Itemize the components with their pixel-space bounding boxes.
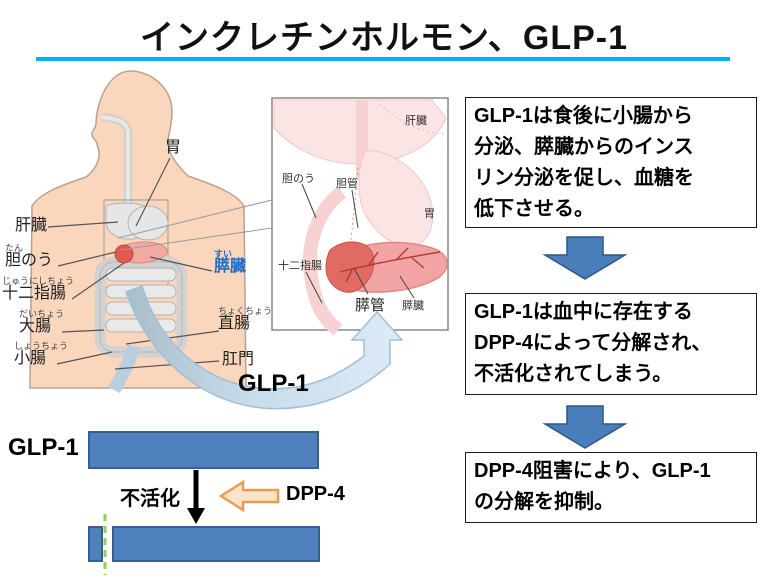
inactivation-arrow: [187, 470, 205, 524]
infobox-inhibition: DPP-4阻害により、GLP-1 の分解を抑制。: [465, 452, 757, 523]
inactivation-label: 不活化: [120, 488, 180, 510]
flow-arrows: [542, 236, 628, 449]
page-title: インクレチンホルモン、GLP-1: [139, 19, 629, 57]
body-label-lines: [47, 157, 220, 370]
title-underline: [36, 57, 730, 61]
pancreas-inset: [271, 97, 449, 336]
body-label-gallbladder: たん 胆のう: [5, 243, 54, 270]
inset-label-bile-duct: 胆管: [336, 178, 358, 190]
glp1-curved-arrow: [125, 285, 404, 410]
glp1-arrow-label: GLP-1: [238, 370, 309, 397]
inset-label-pancreatic-duct: 膵管: [355, 297, 386, 314]
infobox-secretion: GLP-1は食後に小腸から 分泌、膵臓からのインス リン分泌を促し、血糖を 低下…: [465, 97, 757, 228]
flow-arrow-down-1: [542, 236, 628, 280]
body-label-pancreas: すい 膵臓: [214, 249, 247, 276]
flow-arrow-down-2: [542, 405, 628, 449]
zoom-callout-lines: [117, 199, 273, 251]
glp1-intact-bar: [88, 431, 319, 469]
body-label-large-intestine: だいちょう 大腸: [19, 309, 65, 336]
glp1-cleaved-main-bar: [112, 526, 320, 562]
body-label-stomach: 胃: [165, 139, 182, 156]
body-label-anus: 肛門: [222, 351, 255, 368]
glp1-bar-label: GLP-1: [8, 434, 79, 461]
body-label-rectum: ちょくちょう 直腸: [218, 306, 273, 333]
inset-label-duodenum: 十二指腸: [278, 260, 322, 272]
dpp4-arrow-left: [218, 479, 280, 513]
glp1-cleaved-fragment-bar: [88, 526, 103, 562]
inset-label-liver: 肝臓: [405, 115, 427, 127]
infobox-degradation: GLP-1は血中に存在する DPP-4によって分解され、 不活化されてしまう。: [465, 293, 757, 395]
body-label-liver: 肝臓: [15, 217, 48, 234]
body-label-duodenum: じゅうにしちょう 十二指腸: [2, 276, 75, 303]
body-label-small-intestine: しょうちょう 小腸: [14, 341, 69, 368]
inset-label-gallbladder: 胆のう: [282, 173, 315, 185]
inset-label-stomach: 胃: [424, 208, 435, 220]
dpp4-label: DPP-4: [286, 483, 345, 505]
inset-label-pancreas: 膵臓: [402, 300, 424, 312]
